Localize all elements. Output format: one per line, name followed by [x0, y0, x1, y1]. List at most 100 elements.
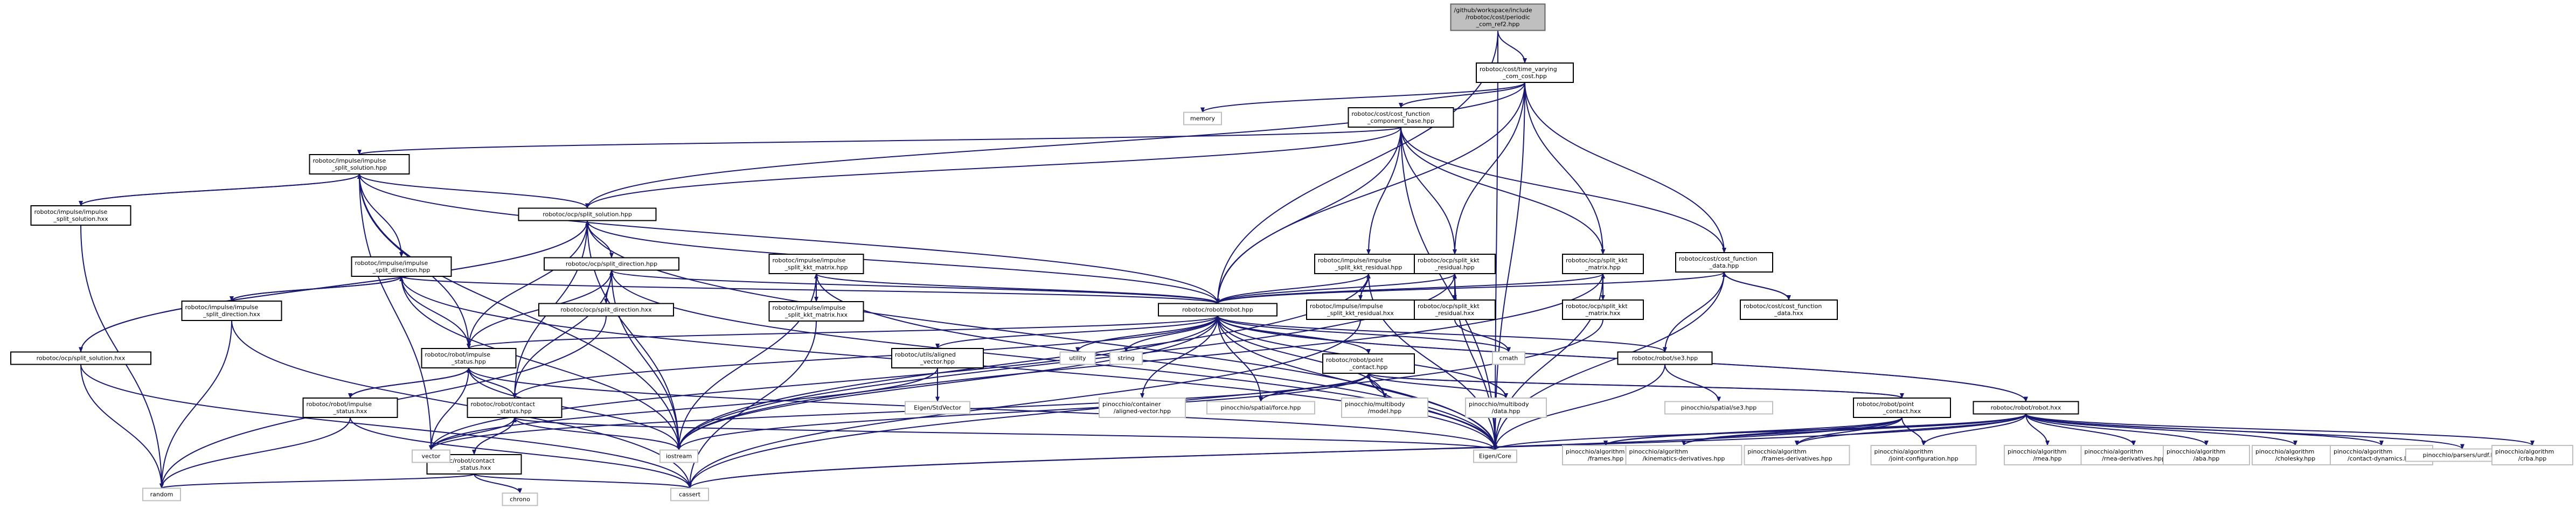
node-aligned[interactable]: robotoc/utils/aligned_vector.hpp: [891, 348, 984, 368]
node-label: robotoc/ocp/split_kkt: [1566, 303, 1628, 310]
node-kktreshxx[interactable]: robotoc/ocp/split_kkt_residual.hxx: [1414, 299, 1496, 320]
node-label: robotoc/impulse/impulse: [1318, 257, 1391, 264]
node-impdirhxx[interactable]: robotoc/impulse/impulse_split_direction.…: [181, 301, 282, 321]
node-cfcb[interactable]: robotoc/cost/cost_function_component_bas…: [1348, 107, 1454, 128]
node-box: [1099, 398, 1186, 418]
node-label: pinocchio/algorithm: [2334, 448, 2392, 455]
node-kktmat[interactable]: robotoc/ocp/split_kkt_matrix.hpp: [1562, 254, 1644, 274]
node-label: pinocchio/spatial/force.hpp: [1221, 405, 1301, 412]
node-pointcontacthxx[interactable]: robotoc/robot/point_contact.hxx: [1853, 398, 1951, 418]
node-label: cmath: [1499, 355, 1518, 362]
node-impkkt[interactable]: robotoc/impulse/impulse_split_kkt_matrix…: [768, 254, 864, 274]
edge-impres-to-robot: [1216, 273, 1369, 304]
edge-ocpdir-to-robot: [611, 269, 1220, 304]
node-label: robotoc/robot/impulse: [425, 351, 491, 358]
edge-impsol-to-vector: [359, 173, 433, 451]
node-eigencore: Eigen/Core: [1473, 449, 1517, 463]
node-label: robotoc/cost/cost_function: [1744, 303, 1822, 310]
node-label: robotoc/cost/cost_function: [1352, 110, 1430, 117]
node-pinurdf: pinocchio/parsers/urdf.hpp: [2405, 448, 2519, 462]
edge-cfcb-to-kktres: [1400, 127, 1457, 255]
node-ocpdir[interactable]: robotoc/ocp/split_direction.hpp: [544, 257, 679, 271]
node-box: [2163, 445, 2250, 465]
node-robot[interactable]: robotoc/robot/robot.hpp: [1158, 303, 1277, 317]
node-ocpsol[interactable]: robotoc/ocp/split_solution.hpp: [518, 207, 657, 221]
node-label: pinocchio/algorithm: [2167, 448, 2225, 455]
node-label: /kinematics-derivatives.hpp: [1643, 455, 1725, 462]
edge-robothxx-to-eigencore: [1493, 413, 2026, 451]
node-box: [2004, 445, 2091, 465]
node-kktmathxx[interactable]: robotoc/ocp/split_kkt_matrix.hxx: [1562, 299, 1644, 320]
node-label: iostream: [666, 453, 692, 460]
node-label: _status.hxx: [333, 408, 367, 415]
node-label: robotoc/impulse/impulse: [34, 208, 108, 215]
node-pinaba: pinocchio/algorithm/aba.hpp: [2163, 445, 2250, 465]
edge-robot-to-se3: [1217, 315, 1667, 353]
node-box: [659, 449, 698, 463]
node-box: [1059, 351, 1096, 365]
node-label: /robotoc/cost/periodic: [1466, 14, 1530, 21]
edge-robot-to-aligned: [935, 316, 1218, 349]
node-ocpdirhxx[interactable]: robotoc/ocp/split_direction.hxx: [538, 303, 674, 317]
node-label: pinocchio/algorithm: [1566, 448, 1624, 455]
node-contactstatus[interactable]: robotoc/robot/contact_status.hpp: [467, 398, 563, 418]
node-label: robotoc/robot/point: [1857, 401, 1914, 408]
node-label: robotoc/robot/point: [1326, 357, 1384, 364]
node-impstatus[interactable]: robotoc/robot/impulse_status.hpp: [421, 348, 517, 368]
edge-robothxx-to-pinchol: [2025, 413, 2297, 446]
node-impsolhxx[interactable]: robotoc/impulse/impulse_split_solution.h…: [30, 205, 131, 226]
node-random: random: [142, 487, 181, 501]
node-box: [891, 348, 984, 368]
node-label: robotoc/robot/robot.hpp: [1182, 306, 1253, 313]
edge-cfcb-to-kktmat: [1400, 127, 1605, 255]
node-tvcom[interactable]: robotoc/cost/time_varying_com_cost.hpp: [1476, 62, 1574, 83]
edge-robothxx-to-pinrnead: [2025, 414, 2136, 446]
node-impdir[interactable]: robotoc/impulse/impulse_split_direction.…: [351, 256, 452, 277]
node-label: memory: [1190, 115, 1215, 122]
node-pinse3: pinocchio/spatial/se3.hpp: [1664, 401, 1773, 415]
node-impkkthxx[interactable]: robotoc/impulse/impulse_split_kkt_matrix…: [768, 301, 864, 322]
edge-robot-to-pincontainer: [1140, 316, 1218, 399]
node-pincontainer: pinocchio/container/aligned-vector.hpp: [1099, 398, 1186, 418]
node-chrono: chrono: [502, 492, 538, 506]
node-box: [302, 398, 398, 418]
node-label: robotoc/ocp/split_solution.hpp: [543, 211, 632, 218]
node-label: _status.hxx: [457, 464, 491, 471]
node-cfdata[interactable]: robotoc/cost/cost_function_data.hpp: [1675, 252, 1773, 273]
edge-pointcontacthxx-to-pointcontact: [1366, 373, 1903, 399]
node-impreshxx[interactable]: robotoc/impulse/impulse_split_kkt_residu…: [1306, 299, 1415, 320]
edge-robot-to-contactstatus: [512, 316, 1218, 399]
node-pointcontact[interactable]: robotoc/robot/point_contact.hpp: [1322, 353, 1415, 374]
node-label: pinocchio/algorithm: [1748, 448, 1807, 455]
node-label: robotoc/ocp/split_kkt: [1418, 303, 1480, 310]
edge-pointcontact-to-eigencore: [1368, 373, 1497, 451]
node-box: [1664, 401, 1773, 415]
node-label: pinocchio/algorithm: [1629, 448, 1688, 455]
edges: [79, 30, 2535, 494]
edge-robot-to-cmath: [1217, 316, 1511, 353]
edge-impstatus-to-vector: [429, 367, 469, 451]
node-label: _status.hpp: [497, 408, 532, 415]
node-impres[interactable]: robotoc/impulse/impulse_split_kkt_residu…: [1314, 254, 1423, 274]
node-ocpsolhxx[interactable]: robotoc/ocp/split_solution.hxx: [10, 351, 151, 365]
edge-pointcontacthxx-to-pinframesd: [1795, 417, 1903, 446]
node-box: [1348, 107, 1454, 128]
node-impsol[interactable]: robotoc/impulse/impulse_split_solution.h…: [309, 154, 410, 175]
node-label: cassert: [679, 491, 701, 498]
node-impstatushxx[interactable]: robotoc/robot/impulse_status.hxx: [302, 398, 398, 418]
node-label: robotoc/impulse/impulse: [355, 260, 428, 267]
node-kktres[interactable]: robotoc/ocp/split_kkt_residual.hpp: [1414, 254, 1496, 274]
edge-impstatus-to-iostream: [468, 367, 681, 451]
node-box: [1740, 299, 1838, 320]
node-box: [1314, 254, 1423, 274]
node-robothxx[interactable]: robotoc/robot/robot.hxx: [1973, 401, 2079, 415]
node-cmath: cmath: [1492, 351, 1525, 365]
node-root[interactable]: /github/workspace/include/robotoc/cost/p…: [1450, 3, 1546, 31]
node-se3[interactable]: robotoc/robot/se3.hpp: [1617, 351, 1713, 365]
node-label: /frames.hpp: [1588, 455, 1624, 462]
edge-pointcontact-to-iostream: [677, 373, 1369, 451]
node-cfdatahxx[interactable]: robotoc/cost/cost_function_data.hxx: [1740, 299, 1838, 320]
node-box: [768, 301, 864, 322]
node-label: pinocchio/algorithm: [2008, 448, 2066, 455]
node-label: _vector.hpp: [920, 358, 955, 365]
